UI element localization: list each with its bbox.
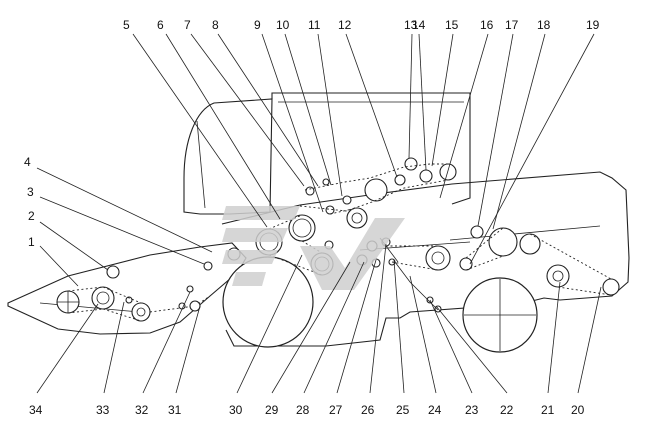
- callout-16: 16: [480, 18, 494, 32]
- callout-34: 34: [29, 403, 43, 417]
- callout-30: 30: [229, 403, 243, 417]
- callout-21: 21: [541, 403, 555, 417]
- callout-23: 23: [465, 403, 479, 417]
- callout-29: 29: [265, 403, 279, 417]
- callout-20: 20: [571, 403, 585, 417]
- callout-1: 1: [28, 235, 35, 249]
- callout-31: 31: [168, 403, 182, 417]
- cab-outline: [183, 98, 273, 215]
- callout-3: 3: [27, 185, 34, 199]
- callout-10: 10: [276, 18, 290, 32]
- header-outline: [7, 242, 247, 335]
- callout-19: 19: [586, 18, 600, 32]
- callout-9: 9: [254, 18, 261, 32]
- callout-32: 32: [135, 403, 149, 417]
- callout-2: 2: [28, 209, 35, 223]
- logo-watermark: [222, 206, 405, 290]
- callout-6: 6: [157, 18, 164, 32]
- callout-14: 14: [412, 18, 426, 32]
- callout-12: 12: [338, 18, 352, 32]
- callout-26: 26: [361, 403, 375, 417]
- callout-17: 17: [505, 18, 519, 32]
- callout-22: 22: [500, 403, 514, 417]
- callout-7: 7: [184, 18, 191, 32]
- callout-25: 25: [396, 403, 410, 417]
- callout-15: 15: [445, 18, 459, 32]
- callout-8: 8: [212, 18, 219, 32]
- callout-13: 13: [404, 18, 418, 32]
- front-drive-wheel: [222, 256, 314, 348]
- leader-lines: [36, 33, 602, 394]
- grain-tank-outline: [271, 92, 471, 205]
- callout-27: 27: [329, 403, 343, 417]
- callout-18: 18: [537, 18, 551, 32]
- header-drive: [56, 247, 241, 322]
- callout-4: 4: [24, 155, 31, 169]
- callout-5: 5: [123, 18, 130, 32]
- callout-11: 11: [308, 18, 321, 32]
- callout-28: 28: [296, 403, 310, 417]
- rear-steer-wheel: [462, 277, 538, 353]
- callout-33: 33: [96, 403, 110, 417]
- callout-24: 24: [428, 403, 442, 417]
- callout-labels: 1 2 3 4 5 6 7 8 9 10 11 12 13 14 15 16 1…: [24, 18, 600, 417]
